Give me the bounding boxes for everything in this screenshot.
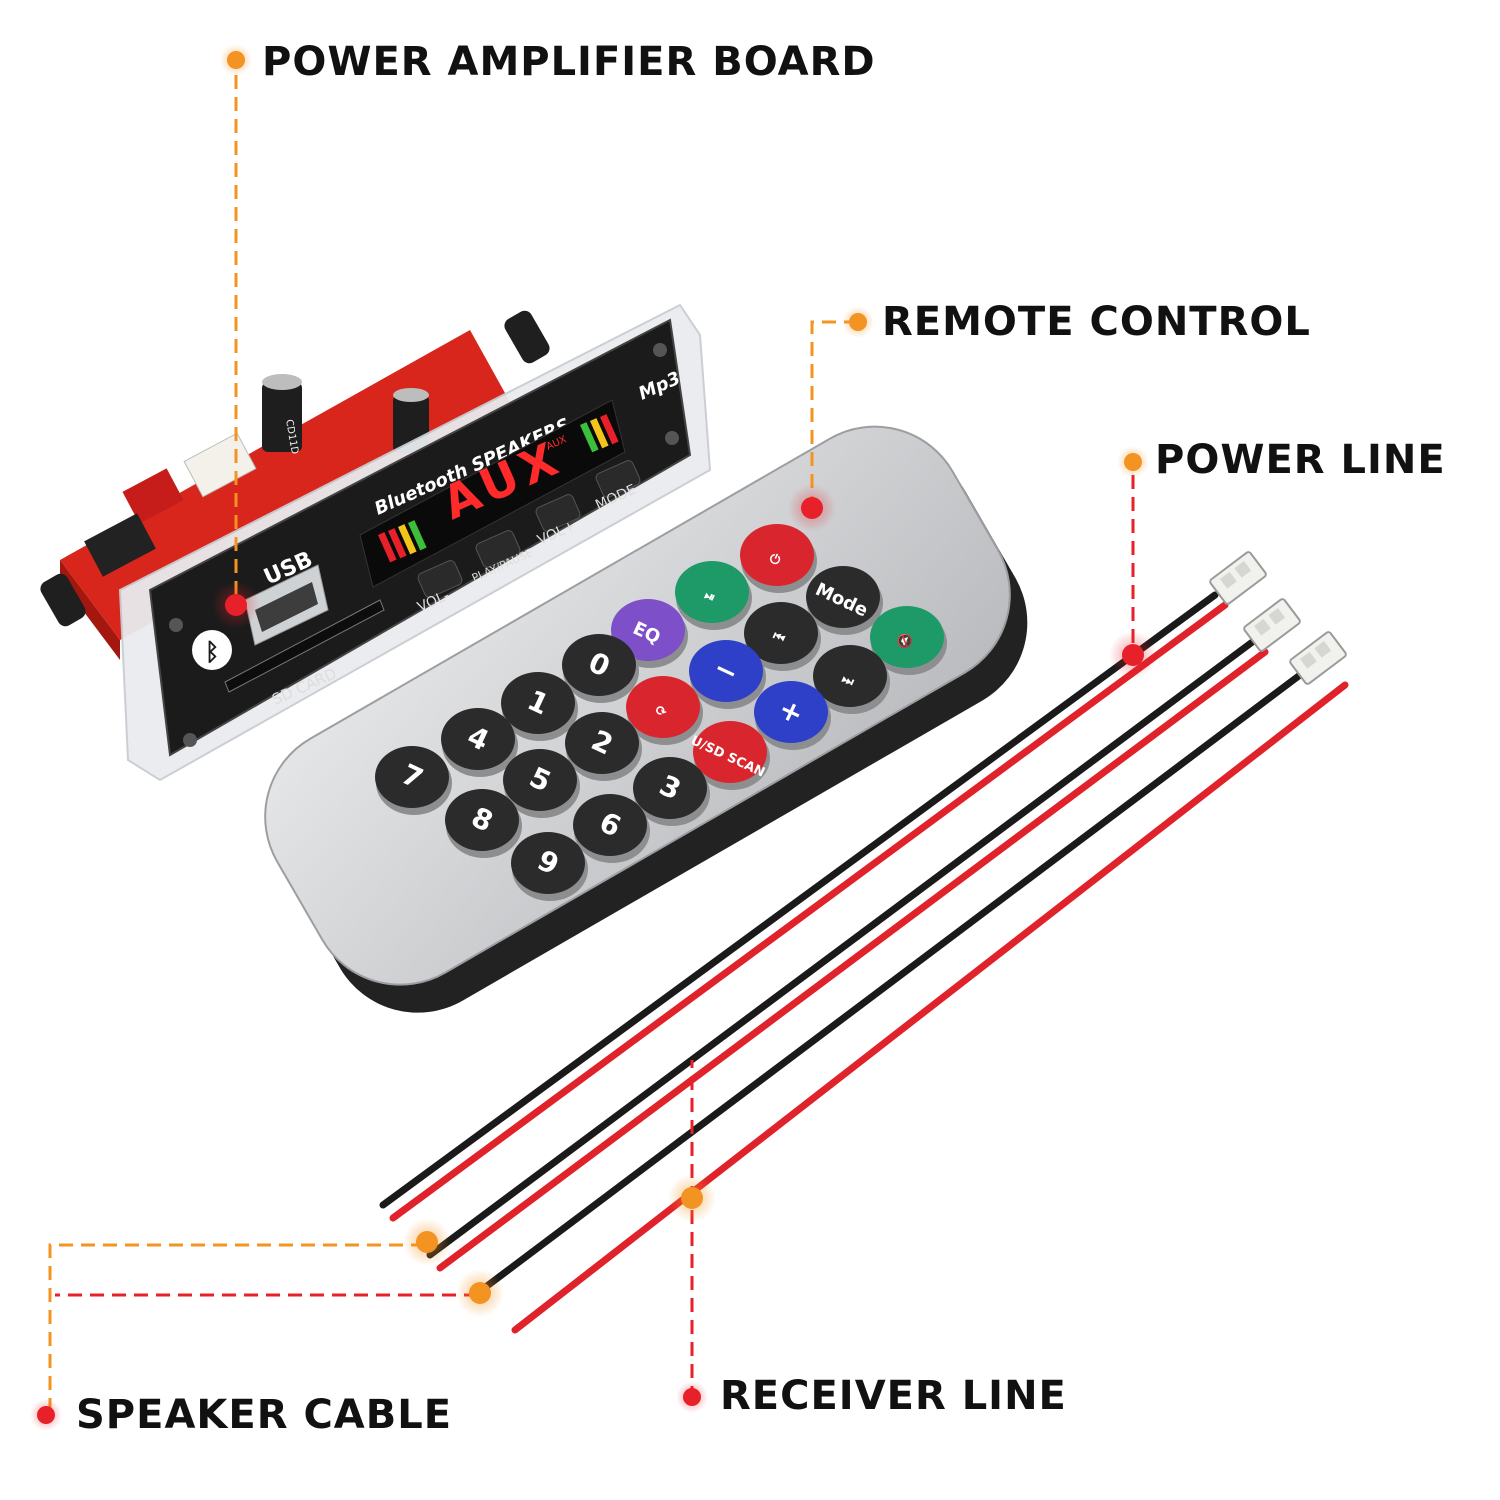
callout-power-line: POWER LINE — [1155, 437, 1446, 483]
remote-button-5[interactable]: 5 — [503, 749, 580, 818]
capacitor: CD11D — [262, 374, 302, 455]
remote-button-2[interactable]: 2 — [565, 712, 642, 781]
power-amplifier-board: CD11D ᛒ USB SD CARD Bluetooth SPE — [40, 303, 712, 782]
bluetooth-icon — [192, 630, 232, 670]
remote-button-prev[interactable]: ⏮ — [744, 602, 821, 671]
remote-button-repeat[interactable]: ⟳ — [626, 676, 703, 745]
connector-1 — [1209, 551, 1267, 605]
remote-button-1[interactable]: 1 — [501, 672, 578, 741]
receiver-black-wire — [471, 671, 1304, 1299]
mute-icon: 🔇 — [894, 631, 915, 652]
remote-button-key[interactable]: + — [754, 681, 831, 750]
speaker-red-wire — [436, 648, 1269, 1272]
speaker-black-wire — [426, 636, 1259, 1259]
power-line-black-wire — [379, 591, 1219, 1209]
remote-button-6[interactable]: 6 — [573, 794, 650, 863]
remote-button-mute[interactable]: 🔇 — [870, 606, 947, 675]
wires — [379, 591, 1349, 1334]
remote-button-power[interactable]: ⏻ — [740, 524, 817, 593]
remote-button-7[interactable]: 7 — [375, 746, 452, 815]
callout-power-amplifier-board: POWER AMPLIFIER BOARD — [262, 39, 876, 85]
remote-button-next[interactable]: ⏭ — [813, 645, 890, 714]
callout-speaker-cable: SPEAKER CABLE — [76, 1392, 453, 1438]
callout-leaders — [48, 75, 1135, 1410]
callout-remote-control: REMOTE CONTROL — [882, 299, 1311, 345]
wire-connectors — [1209, 551, 1347, 685]
connector-2 — [1243, 598, 1301, 652]
callout-receiver-line: RECEIVER LINE — [720, 1373, 1067, 1419]
connector-3 — [1289, 631, 1347, 685]
sd-card-slot — [224, 599, 385, 693]
remote-button-4[interactable]: 4 — [441, 708, 518, 777]
remote-button-3[interactable]: 3 — [633, 757, 710, 826]
remote-button-play-pause[interactable]: ⏯ — [675, 561, 752, 630]
remote-button-0[interactable]: 0 — [562, 634, 639, 703]
callout-dots — [30, 44, 1157, 1431]
remote-button-mode[interactable]: Mode — [806, 566, 883, 635]
remote-button-9[interactable]: 9 — [511, 832, 588, 901]
remote-button-u-sd-scan[interactable]: U/SD SCAN — [688, 721, 770, 790]
usb-port: USB — [244, 547, 329, 646]
receiver-red-wire — [511, 681, 1349, 1334]
remote-button-8[interactable]: 8 — [445, 789, 522, 858]
power-line-red-wire — [389, 601, 1229, 1222]
remote-button-key[interactable]: − — [689, 640, 766, 709]
svg-text:ᛒ: ᛒ — [205, 638, 219, 666]
